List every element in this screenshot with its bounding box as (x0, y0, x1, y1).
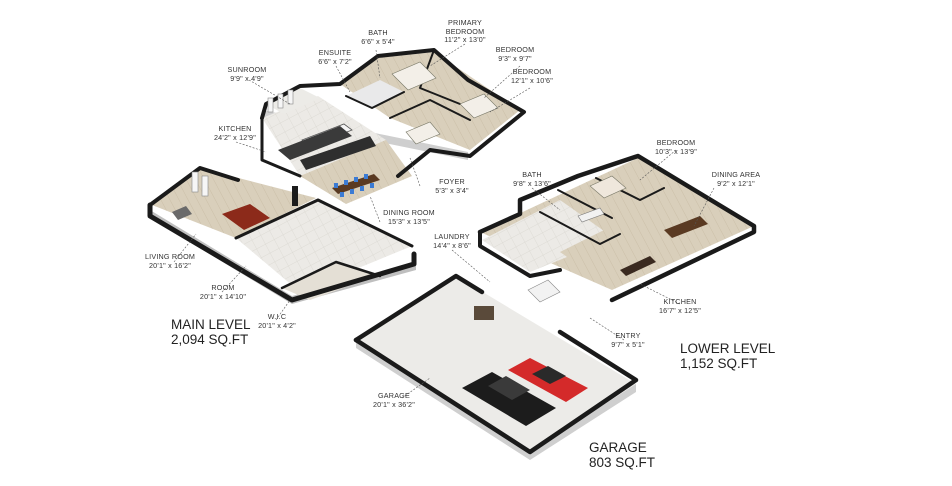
room-label-bath-main: BATH 6'6" x 5'4" (358, 28, 398, 46)
room-label-laundry: LAUNDRY 14'4" x 8'6" (428, 232, 476, 250)
room-name: BEDROOM (512, 67, 552, 76)
room-label-foyer: FOYER 5'3" x 3'4" (432, 177, 472, 195)
level-name: MAIN LEVEL (171, 317, 251, 332)
room-name: ROOM (211, 283, 235, 292)
level-name: GARAGE (589, 440, 647, 455)
room-name: LIVING ROOM (144, 252, 196, 261)
level-area: 1,152 SQ.FT (680, 356, 758, 371)
level-area: 2,094 SQ.FT (171, 332, 249, 347)
room-dimensions: 9'3" x 9'7" (498, 53, 532, 63)
room-label-primary-bedroom: PRIMARY BEDROOM 11'2" x 13'0" (437, 18, 493, 45)
label-leaders (173, 43, 715, 399)
room-dimensions: 11'2" x 13'0" (444, 35, 486, 45)
room-label-ensuite: ENSUITE 6'6" x 7'2" (314, 48, 356, 66)
room-dimensions: 10'3" x 13'9" (654, 146, 698, 156)
room-dimensions: 20'1" x 16'2" (148, 260, 192, 270)
living-rug (222, 204, 270, 230)
room-label-dining-room: DINING ROOM 15'3" x 13'5" (380, 208, 438, 226)
room-name: LAUNDRY (434, 232, 470, 241)
room-name: FOYER (439, 177, 465, 186)
room-dimensions: 12'1" x 10'6" (510, 75, 554, 85)
room-dimensions: 9'8" x 13'6" (513, 178, 551, 188)
room-label-living-room: LIVING ROOM 20'1" x 16'2" (142, 252, 198, 270)
room-dimensions: 9'9" x 4'9" (230, 73, 264, 83)
room-name: DINING ROOM (383, 208, 435, 217)
wic-floor (282, 262, 376, 300)
room-name: DINING AREA (711, 170, 761, 179)
room-dimensions: 14'4" x 8'6" (433, 240, 471, 250)
room-dimensions: 20'1" x 14'10" (199, 291, 247, 301)
room-label-wic: W.I.C 20'1" x 4'2" (254, 312, 300, 330)
room-label-dining-area: DINING AREA 9'2" x 12'1" (706, 170, 766, 188)
lower-kitchen-area (560, 212, 690, 288)
level-summary-garage: GARAGE 803 SQ.FT (589, 440, 655, 470)
lower-island (620, 256, 656, 276)
level-summary-main: MAIN LEVEL 2,094 SQ.FT (171, 317, 251, 347)
room-name: BATH (522, 170, 542, 179)
room-dimensions: 24'2" x 12'9" (213, 132, 257, 142)
room-dimensions: 9'7" x 5'1" (611, 339, 645, 349)
level-area: 803 SQ.FT (589, 455, 656, 470)
bed-1 (459, 93, 499, 119)
room-name: ENSUITE (318, 48, 352, 57)
lower-level-plan (477, 153, 757, 303)
bed-2 (405, 121, 441, 145)
room-dimensions: 20'1" x 36'2" (372, 399, 416, 409)
room-label-sunroom: SUNROOM 9'9" x 4'9" (224, 65, 270, 83)
stairs (527, 279, 561, 303)
room-name: KITCHEN (663, 297, 697, 306)
room-name: W.I.C (267, 312, 287, 321)
lower-bed (589, 175, 627, 199)
room-label-garage: GARAGE 20'1" x 36'2" (368, 391, 420, 409)
dining-floor (300, 140, 412, 204)
room-label-bedroom-lower: BEDROOM 10'3" x 13'9" (652, 138, 700, 156)
room-name: KITCHEN (218, 124, 252, 133)
level-name: LOWER LEVEL (680, 341, 776, 356)
room-label-bath-lower: BATH 9'8" x 13'6" (510, 170, 554, 188)
main-level-plan (147, 48, 526, 304)
room-label-kitchen-lower: KITCHEN 16'7" x 12'5" (652, 297, 708, 315)
room-name: BEDROOM (656, 138, 696, 147)
room-label-room: ROOM 20'1" x 14'10" (196, 283, 250, 301)
room-name: BEDROOM (495, 45, 535, 54)
room-label-bedroom-1: BEDROOM 9'3" x 9'7" (494, 45, 536, 63)
dining-table (332, 174, 380, 197)
bath-floor (346, 80, 404, 108)
room-label-bedroom-2: BEDROOM 12'1" x 10'6" (508, 67, 556, 85)
room-name: PRIMARY BEDROOM (445, 18, 485, 36)
room-label-kitchen-main: KITCHEN 24'2" x 12'9" (210, 124, 260, 142)
room-name: SUNROOM (227, 65, 267, 74)
room-name: GARAGE (378, 391, 410, 400)
garage-plan (353, 273, 639, 460)
room-dimensions: 6'6" x 5'4" (361, 36, 395, 46)
room-label-entry: ENTRY 9'7" x 5'1" (608, 331, 648, 349)
room-name: ENTRY (615, 331, 641, 340)
room-floor (236, 198, 412, 292)
black-car (462, 372, 556, 426)
red-car (508, 358, 588, 402)
room-dimensions: 9'2" x 12'1" (717, 178, 755, 188)
room-dimensions: 16'7" x 12'5" (658, 305, 702, 315)
room-name: BATH (368, 28, 388, 37)
primary-bed (391, 61, 437, 91)
room-dimensions: 15'3" x 13'5" (387, 216, 431, 226)
lower-dining-table (664, 216, 708, 238)
room-dimensions: 5'3" x 3'4" (435, 185, 469, 195)
room-dimensions: 6'6" x 7'2" (318, 56, 352, 66)
level-summary-lower: LOWER LEVEL 1,152 SQ.FT (680, 341, 775, 371)
room-dimensions: 20'1" x 4'2" (258, 320, 296, 330)
